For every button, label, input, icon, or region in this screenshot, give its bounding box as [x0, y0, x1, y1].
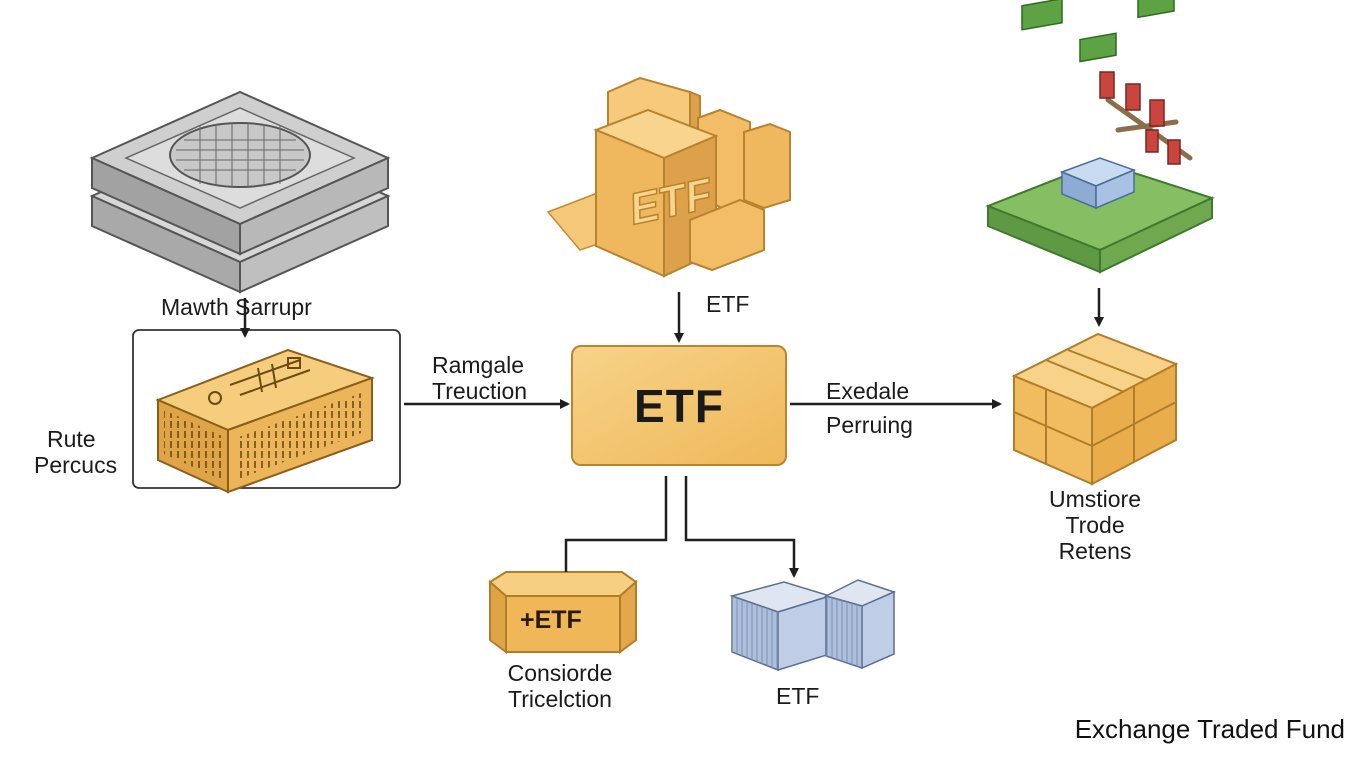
bottom-left-badge: +ETF — [520, 606, 582, 634]
blue-cubes-icon — [729, 579, 897, 672]
edge-left-label: Ramgale Treuction — [432, 352, 527, 404]
connector-etf-to-bottom-left — [564, 476, 668, 572]
edge-right-label: Exedale Perruing — [826, 374, 913, 442]
top-center-label: ETF — [706, 291, 750, 317]
left-box-label-line1: Rute — [47, 426, 96, 452]
right-label-line1: Umstiore — [1048, 486, 1141, 512]
right-label-line2: Trode — [1065, 512, 1125, 538]
bottom-left-label: Consiorde Tricelction — [480, 660, 640, 712]
edge-right-label-line1: Exedale — [826, 378, 910, 404]
diagram-caption: Exchange Traded Fund — [1074, 714, 1345, 744]
top-left-label: Mawth Sarrupr — [161, 294, 312, 320]
right-label: Umstiore Trode Retens — [1030, 486, 1160, 564]
circuit-board-icon — [985, 0, 1215, 274]
orange-etf-block-icon — [488, 571, 638, 654]
orange-vented-block-icon — [155, 348, 376, 494]
right-label-line3: Retens — [1058, 538, 1132, 564]
edge-right-label-line2: Perruing — [826, 412, 913, 438]
arrow-etf-to-bottom-right — [684, 476, 799, 578]
etf-central-box — [571, 345, 787, 466]
bottom-left-label-line2: Tricelction — [508, 686, 612, 712]
bottom-left-label-line1: Consiorde — [507, 660, 613, 686]
edge-left-label-line1: Ramgale — [432, 352, 525, 378]
left-box-label-line2: Percucs — [34, 452, 118, 478]
stacked-tray-icon — [89, 90, 391, 294]
etf-3d-blocks-icon: ETF — [546, 76, 791, 278]
etf-central-label: ETF — [634, 379, 724, 432]
left-frame — [132, 329, 401, 489]
left-box-label: Rute Percucs — [34, 426, 117, 478]
bottom-right-label: ETF — [776, 683, 820, 709]
orange-crate-icon — [1011, 332, 1179, 486]
edge-left-label-line2: Treuction — [432, 378, 528, 404]
